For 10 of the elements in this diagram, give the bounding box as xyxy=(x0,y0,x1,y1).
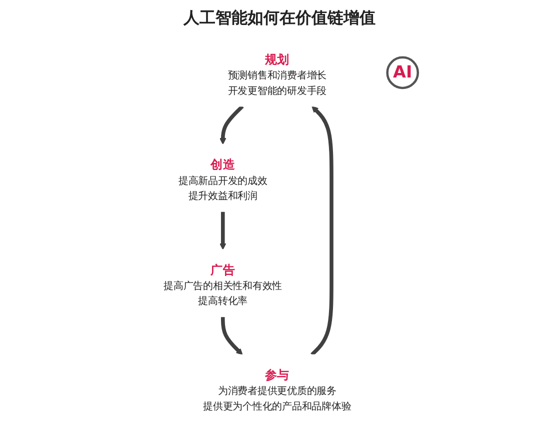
title: 人工智能如何在价值链增值 xyxy=(184,8,376,29)
arrow xyxy=(220,212,226,250)
arrow xyxy=(220,104,244,145)
node-text: 规划 预测销售和消费者增长 开发更智能的研发手段 xyxy=(228,52,327,96)
arrow xyxy=(221,316,243,355)
node-circle: AI xyxy=(386,56,420,90)
arrow xyxy=(310,106,334,356)
node-text: 广告 提高广告的相关性和有效性 提高转化率 xyxy=(164,262,282,307)
node-text: 创造 提高新品开发的成效 提升效益和利润 xyxy=(178,157,268,202)
node-text: 参与 为消费者提供更优质的服务 提供更为个性化的产品和品牌体验 xyxy=(203,368,352,412)
